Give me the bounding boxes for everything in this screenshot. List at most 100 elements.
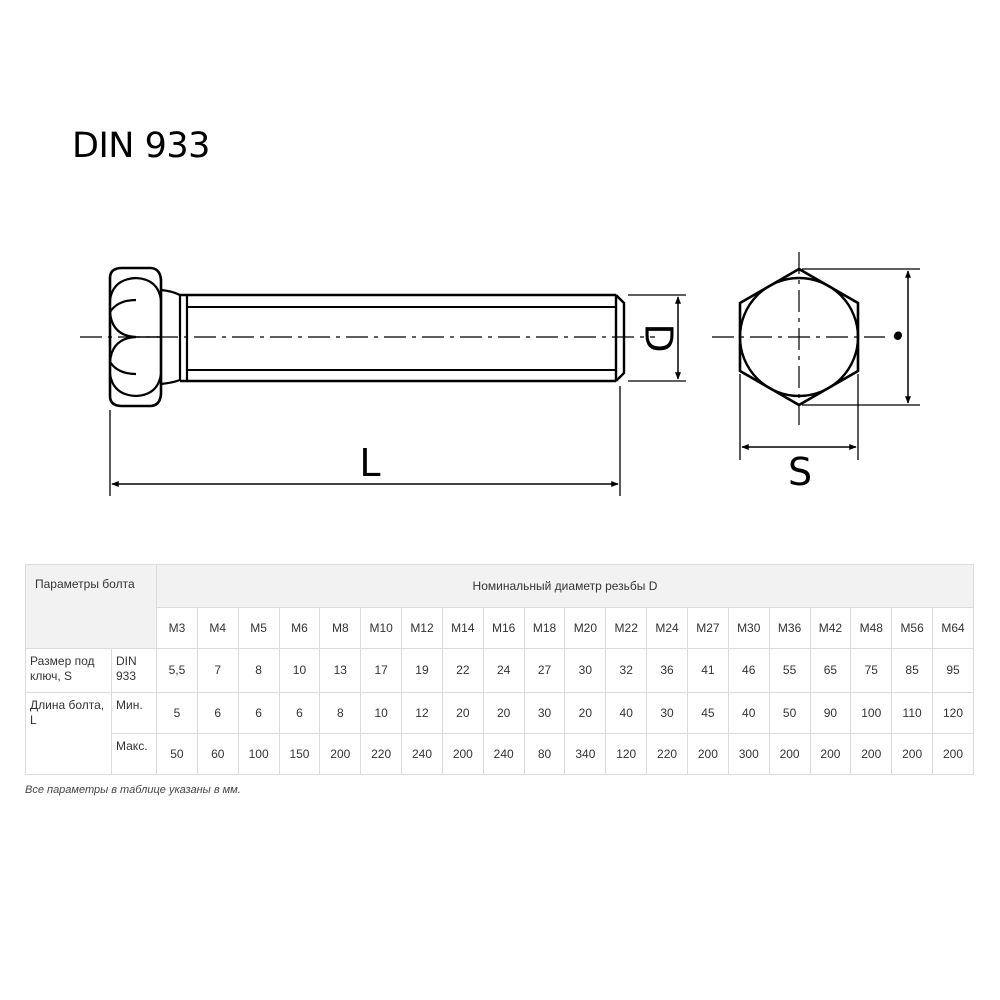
- table-cell: 200: [441, 733, 484, 775]
- table-cell: 120: [605, 733, 648, 775]
- size-header-cell: M6: [278, 607, 321, 649]
- table-cell: 60: [196, 733, 239, 775]
- table-cell: 8: [237, 648, 280, 693]
- row-sublabel-max: Макс.: [111, 733, 157, 775]
- bolt-end-view: [712, 252, 885, 425]
- row-sublabel-standard: DIN 933: [111, 648, 157, 693]
- table-cell: 40: [605, 692, 648, 734]
- table-cell: 200: [891, 733, 934, 775]
- table-header-row: Параметры болта Номинальный диаметр резь…: [25, 564, 974, 649]
- size-header-cell: M16: [482, 607, 525, 649]
- size-header-cell: M4: [196, 607, 239, 649]
- table-cell: 8: [319, 692, 362, 734]
- length-label: L: [359, 441, 380, 485]
- table-cell: 200: [809, 733, 852, 775]
- size-header-cell: M18: [523, 607, 566, 649]
- table-cell: 19: [401, 648, 443, 693]
- table-cell: 22: [441, 648, 484, 693]
- bolt-drawing: D L S: [80, 252, 920, 496]
- row-label-wrench-size: Размер под ключ, S: [25, 648, 112, 693]
- param-header: Параметры болта: [25, 564, 157, 649]
- size-header-cell: M56: [891, 607, 934, 649]
- size-header-cell: M27: [686, 607, 729, 649]
- table-cell: 95: [932, 648, 974, 693]
- size-header-cell: M3: [156, 607, 198, 649]
- table-cell: 32: [605, 648, 648, 693]
- size-header-cell: M20: [564, 607, 607, 649]
- table-cell: 6: [237, 692, 280, 734]
- table-cell: 340: [564, 733, 607, 775]
- table-cell: 5: [156, 692, 198, 734]
- size-header-cell: M14: [441, 607, 484, 649]
- table-cell: 24: [482, 648, 525, 693]
- table-cell: 110: [891, 692, 934, 734]
- table-cell: 6: [278, 692, 321, 734]
- table-cell: 30: [646, 692, 688, 734]
- table-cell: 200: [850, 733, 893, 775]
- table-cell: 50: [156, 733, 198, 775]
- head-facet-mid-top: [109, 298, 137, 313]
- size-header-cell: M30: [727, 607, 770, 649]
- corner-dimension: [802, 268, 920, 406]
- bolt-end: [615, 294, 626, 382]
- table-cell: 50: [768, 692, 811, 734]
- head-fillet: [160, 288, 181, 386]
- footnote: Все параметры в таблице указаны в мм.: [25, 784, 241, 796]
- table-cell: 10: [360, 692, 403, 734]
- corner-dimension-mark: [893, 331, 902, 340]
- head-facet-top: [108, 276, 163, 301]
- size-header-cell: M64: [932, 607, 974, 649]
- table-cell: 17: [360, 648, 403, 693]
- table-cell: 240: [401, 733, 443, 775]
- table-cell: 200: [686, 733, 729, 775]
- table-cell: 300: [727, 733, 770, 775]
- table-cell: 120: [932, 692, 974, 734]
- table-cell: 200: [932, 733, 974, 775]
- page-title: DIN 933: [72, 126, 210, 166]
- size-header-cell: M5: [237, 607, 280, 649]
- table-cell: 27: [523, 648, 566, 693]
- table-cell: 30: [523, 692, 566, 734]
- table-cell: 90: [809, 692, 852, 734]
- diameter-dimension: [628, 294, 686, 382]
- table-cell: 240: [482, 733, 525, 775]
- size-header-cell: M24: [646, 607, 688, 649]
- table-cell: 65: [809, 648, 852, 693]
- bearing-circle: [738, 276, 860, 398]
- hexagon-outline: [738, 267, 860, 407]
- table-cell: 80: [523, 733, 566, 775]
- size-header-cell: M12: [401, 607, 443, 649]
- diameter-label: D: [637, 323, 681, 352]
- table-cell: 200: [319, 733, 362, 775]
- table-cell: 36: [646, 648, 688, 693]
- table-cell: 10: [278, 648, 321, 693]
- table-cell: 200: [768, 733, 811, 775]
- table-cell: 12: [401, 692, 443, 734]
- table-cell: 20: [441, 692, 484, 734]
- size-header-cell: M42: [809, 607, 852, 649]
- length-dimension: [109, 386, 621, 496]
- table-cell: 20: [564, 692, 607, 734]
- head-facet-mid-bottom: [109, 361, 137, 376]
- table-cell: 75: [850, 648, 893, 693]
- size-header-cell: M8: [319, 607, 362, 649]
- table-cell: 20: [482, 692, 525, 734]
- table-cell: 40: [727, 692, 770, 734]
- size-header-cell: M22: [605, 607, 648, 649]
- bolt-head: [108, 266, 163, 408]
- table-cell: 7: [196, 648, 239, 693]
- table-cell: 6: [196, 692, 239, 734]
- table-cell: 13: [319, 648, 362, 693]
- table-cell: 46: [727, 648, 770, 693]
- table-cell: 100: [850, 692, 893, 734]
- table-cell: 220: [646, 733, 688, 775]
- table-cell: 85: [891, 648, 934, 693]
- table-cell: 220: [360, 733, 403, 775]
- table-cell: 100: [237, 733, 280, 775]
- table-cell: 150: [278, 733, 321, 775]
- wrench-size-label: S: [788, 450, 812, 494]
